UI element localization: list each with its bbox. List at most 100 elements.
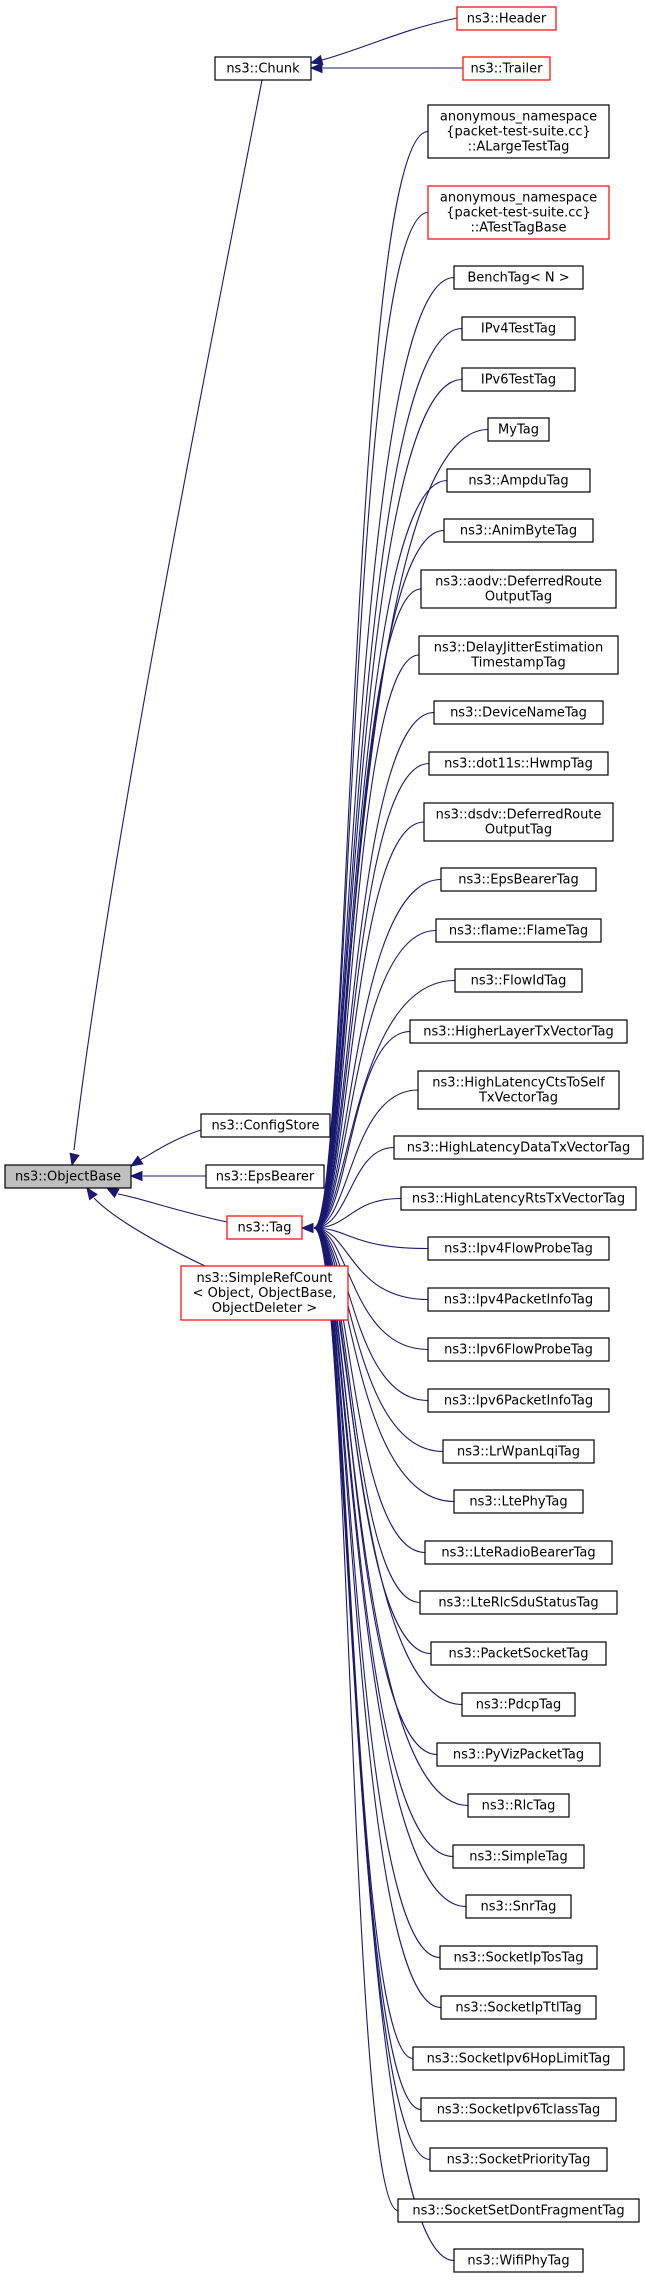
node-ns3-socketipv6hoplimittag[interactable]: ns3::SocketIpv6HopLimitTag [412,2046,625,2071]
node-box [214,56,312,81]
node-box [417,1070,620,1110]
node-ns3-devicenametag[interactable]: ns3::DeviceNameTag [433,700,604,725]
edge-tag-child-28 [313,1227,421,1604]
node-ns3-ipv4flowprobetag[interactable]: ns3::Ipv4FlowProbeTag [427,1236,610,1261]
node-benchtag-n[interactable]: BenchTag< N > [453,265,584,290]
node-label: BenchTag< N > [467,271,569,286]
node-ns3-lteradiobearertag[interactable]: ns3::LteRadioBearerTag [424,1540,613,1565]
node-box [427,104,610,159]
node-ns3-pyvizpackettag[interactable]: ns3::PyVizPacketTag [436,1742,601,1767]
node-ns3-lrwpanlqitag[interactable]: ns3::LrWpanLqiTag [442,1439,595,1464]
node-label: ns3::HigherLayerTxVectorTag [423,1025,614,1040]
node-ns3-flame-flametag[interactable]: ns3::flame::FlameTag [435,918,602,943]
node-ns3-rlctag[interactable]: ns3::RlcTag [467,1793,570,1818]
arrowhead-objectbase-chunk [69,1152,80,1167]
node-box [461,367,576,392]
node-ns3-socketiptostag[interactable]: ns3::SocketIpTosTag [439,1945,598,1970]
node-ns3-packetsockettag[interactable]: ns3::PacketSocketTag [430,1641,607,1666]
node-ns3-ipv6packetinfotag[interactable]: ns3::Ipv6PacketInfoTag [427,1388,610,1413]
node-label: TimestampTag [470,656,566,671]
node-ns3-dot11s-hwmptag[interactable]: ns3::dot11s::HwmpTag [428,751,609,776]
node-label: ns3::EpsBearerTag [458,873,579,888]
node-ns3-socketsetdontfragmenttag[interactable]: ns3::SocketSetDontFragmentTag [397,2198,640,2223]
node-label: ObjectDeleter > [212,1301,317,1316]
node-ns3-trailer[interactable]: ns3::Trailer [462,56,551,81]
node-label: ns3::LteRlcSduStatusTag [438,1596,598,1611]
edge-tag-child-18 [313,1089,419,1229]
node-ns3-objectbase[interactable]: ns3::ObjectBase [4,1164,132,1189]
node-label: ns3::SocketPriorityTag [447,2153,591,2168]
node-ns3-ltephytag[interactable]: ns3::LtePhyTag [453,1489,584,1514]
edge-tag-child-5 [313,378,463,1229]
edge-tag-child-16 [313,979,456,1229]
edge-tag-to-objectbase [117,1193,228,1223]
arrowhead-tag [300,1222,314,1234]
node-ns3-simpletag[interactable]: ns3::SimpleTag [452,1844,585,1869]
node-ns3-wifiphytag[interactable]: ns3::WifiPhyTag [453,2248,584,2273]
node-box [446,468,591,493]
node-box [412,2046,625,2071]
node-ns3-ipv6flowprobetag[interactable]: ns3::Ipv6FlowProbeTag [427,1337,610,1362]
node-box [420,569,617,609]
node-ns3-highlatencydatatxvectortag[interactable]: ns3::HighLatencyDataTxVectorTag [393,1135,644,1160]
node-ns3-epsbearertag[interactable]: ns3::EpsBearerTag [440,867,597,892]
node-label: ns3::dot11s::HwmpTag [444,757,593,772]
node-ns3-socketipttltag[interactable]: ns3::SocketIpTtlTag [440,1995,597,2020]
node-label: ns3::Ipv6FlowProbeTag [444,1343,593,1358]
node-label: ns3::SocketIpTtlTag [455,2001,581,2016]
node-anonymous-namespace-packet-test-suite-cc-atesttagbase[interactable]: anonymous_namespace{packet-test-suite.cc… [427,185,610,240]
node-anonymous-namespace-packet-test-suite-cc-alargetesttag[interactable]: anonymous_namespace{packet-test-suite.cc… [427,104,610,159]
node-label: MyTag [498,423,539,438]
node-box [397,2198,640,2223]
node-box [427,1388,610,1413]
node-label: ns3::PdcpTag [476,1698,562,1713]
node-ns3-animbytetag[interactable]: ns3::AnimByteTag [443,518,594,543]
node-box [461,316,576,341]
node-ns3-header[interactable]: ns3::Header [456,6,557,31]
node-label: ns3::SimpleRefCount [196,1271,332,1286]
node-ns3-highlatencyrtstxvectortag[interactable]: ns3::HighLatencyRtsTxVectorTag [400,1186,637,1211]
node-mytag[interactable]: MyTag [487,417,550,442]
node-box [418,635,619,675]
arrowhead-objectbase-simplerefcount [86,1186,98,1201]
node-ns3-snrtag[interactable]: ns3::SnrTag [465,1894,572,1919]
node-ns3-chunk[interactable]: ns3::Chunk [214,56,312,81]
node-box [430,1641,607,1666]
node-box [440,867,597,892]
node-ns3-pdcptag[interactable]: ns3::PdcpTag [461,1692,576,1717]
node-label: ns3::SocketIpv6HopLimitTag [427,2052,611,2067]
node-label: anonymous_namespace [440,191,597,206]
edge-tag-child-14 [313,878,442,1229]
node-box [467,1793,570,1818]
edge-chunk-to-objectbase [73,79,263,1151]
node-ns3-socketipv6tclasstag[interactable]: ns3::SocketIpv6TclassTag [420,2097,617,2122]
node-ipv4testtag[interactable]: IPv4TestTag [461,316,576,341]
edge-tag-child-19 [313,1146,395,1229]
node-ipv6testtag[interactable]: IPv6TestTag [461,367,576,392]
node-box [427,1287,610,1312]
node-box [487,417,550,442]
node-ns3-epsbearer[interactable]: ns3::EpsBearer [205,1164,325,1189]
node-label: OutputTag [485,590,552,605]
node-ns3-simplerefcount-object-objectbase-objectdeleter[interactable]: ns3::SimpleRefCount< Object, ObjectBase,… [180,1265,349,1321]
node-ns3-socketprioritytag[interactable]: ns3::SocketPriorityTag [429,2147,608,2172]
node-box [453,265,584,290]
node-ns3-ampdutag[interactable]: ns3::AmpduTag [446,468,591,493]
node-label: ns3::Ipv4PacketInfoTag [444,1293,593,1308]
node-label: ns3::AmpduTag [468,474,568,489]
node-ns3-configstore[interactable]: ns3::ConfigStore [200,1113,331,1138]
edge-configstore-to-objectbase [139,1129,202,1161]
node-label: ns3::Chunk [226,62,300,77]
node-ns3-tag[interactable]: ns3::Tag [226,1215,303,1240]
node-label: ns3::HighLatencyRtsTxVectorTag [412,1192,625,1207]
node-ns3-lterlcsdustatustag[interactable]: ns3::LteRlcSduStatusTag [419,1590,618,1615]
node-ns3-ipv4packetinfotag[interactable]: ns3::Ipv4PacketInfoTag [427,1287,610,1312]
node-ns3-higherlayertxvectortag[interactable]: ns3::HigherLayerTxVectorTag [409,1019,628,1044]
node-label: ns3::RlcTag [482,1799,556,1814]
node-box [433,700,604,725]
node-ns3-flowidtag[interactable]: ns3::FlowIdTag [454,968,583,993]
